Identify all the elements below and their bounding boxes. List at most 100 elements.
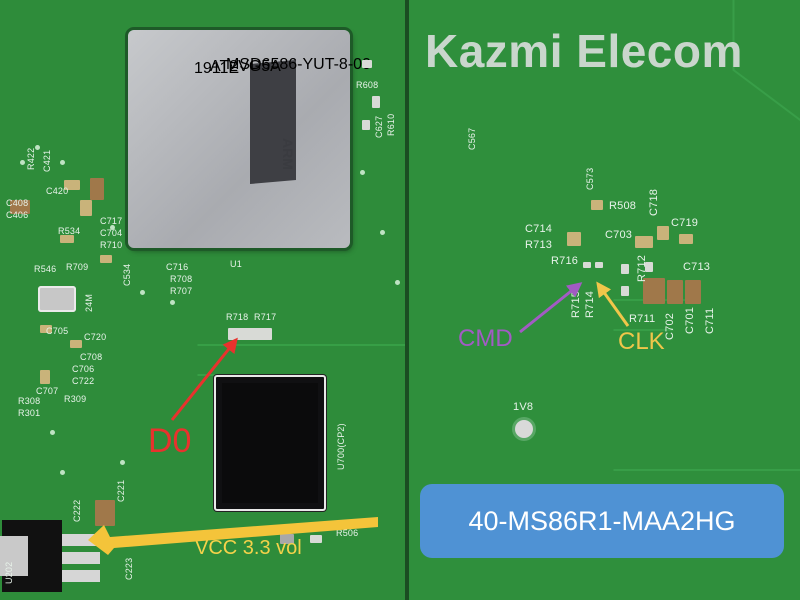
capacitor xyxy=(70,340,82,348)
via xyxy=(60,470,65,475)
soc-brand-text: ARM xyxy=(280,138,296,170)
vcc-annotation: VCC 3.3 vol xyxy=(195,537,302,559)
capacitor xyxy=(100,255,112,263)
silk-r534: R534 xyxy=(58,226,81,236)
via xyxy=(20,160,25,165)
silk-c567: C567 xyxy=(467,127,477,150)
regulator-pin xyxy=(62,534,100,546)
capacitor xyxy=(40,325,52,333)
capacitor xyxy=(567,232,581,246)
d0-annotation: D0 xyxy=(148,422,192,460)
silk-c706: C706 xyxy=(72,364,95,374)
capacitor xyxy=(10,200,30,214)
capacitor xyxy=(60,235,74,243)
part-number-badge: 40-MS86R1-MAA2HG xyxy=(420,484,784,558)
emmc-chip xyxy=(214,375,326,511)
regulator-pin xyxy=(62,570,100,582)
silk-r308: R308 xyxy=(18,396,41,406)
clk-annotation: CLK xyxy=(618,328,665,355)
silk-c421: C421 xyxy=(42,149,52,172)
silk-c408: C408 xyxy=(6,198,29,208)
silk-r422: R422 xyxy=(26,147,36,170)
silk-r716: R716 xyxy=(551,255,579,267)
silk-r713: R713 xyxy=(525,239,553,251)
silk-r711: R711 xyxy=(629,313,656,325)
regulator-tab xyxy=(0,536,28,576)
capacitor xyxy=(679,234,693,244)
silk-c703: C703 xyxy=(605,229,633,241)
via xyxy=(395,280,400,285)
silk-c722: C722 xyxy=(72,376,95,386)
capacitor xyxy=(657,226,669,240)
silk-c221: C221 xyxy=(116,479,126,502)
silk-c627: C627 xyxy=(374,115,384,138)
via xyxy=(50,430,55,435)
capacitor xyxy=(643,278,665,304)
silk-c707: C707 xyxy=(36,386,59,396)
silk-c711: C711 xyxy=(704,307,716,334)
silk-r301: R301 xyxy=(18,408,41,418)
soc-chip xyxy=(128,30,350,248)
silk-u700: U700(CP2) xyxy=(336,423,346,470)
capacitor xyxy=(80,200,92,216)
soc-marking-line-3: 1911E xyxy=(194,60,240,77)
resistor-pad xyxy=(362,120,370,130)
silk-r309: R309 xyxy=(64,394,87,404)
resistor-pad xyxy=(372,96,380,108)
silk-c701: C701 xyxy=(684,306,696,334)
capacitor xyxy=(667,280,683,304)
silk-c420: C420 xyxy=(46,186,69,196)
silk-r715: R715 xyxy=(570,290,582,318)
resistor-pad xyxy=(595,262,603,268)
silk-r707: R707 xyxy=(170,286,193,296)
capacitor xyxy=(90,178,104,200)
via xyxy=(60,160,65,165)
capacitor xyxy=(685,280,701,304)
resistor-pad xyxy=(583,262,591,268)
regulator-pin xyxy=(62,552,100,564)
silk-r712: R712 xyxy=(636,254,648,282)
resistor-pad xyxy=(362,60,372,68)
soc-marking-line-2: AT2VG5A xyxy=(210,58,281,75)
silk-c720: C720 xyxy=(84,332,107,342)
via xyxy=(170,300,175,305)
silk-c702: C702 xyxy=(664,312,676,340)
soc-marking-line-1: MSD6586-YUT-8-00 xyxy=(226,56,371,73)
silk-r610: R610 xyxy=(386,113,396,136)
silk-r718: R718 xyxy=(226,312,249,322)
panel-divider xyxy=(405,0,409,600)
silk-u1: U1 xyxy=(230,259,242,269)
via xyxy=(120,460,125,465)
capacitor xyxy=(635,236,653,248)
silk-c705: C705 xyxy=(46,326,69,336)
silk-r546: R546 xyxy=(34,264,57,274)
via xyxy=(35,145,40,150)
silk-c708: C708 xyxy=(80,352,103,362)
resistor-pad xyxy=(645,262,653,272)
resistor-array-pads xyxy=(228,328,272,340)
via xyxy=(110,225,115,230)
silk-r708: R708 xyxy=(170,274,193,284)
silk-c717: C717 xyxy=(100,216,123,226)
capacitor xyxy=(591,200,603,210)
test-point-1v8 xyxy=(515,420,533,438)
left-board-photo: MSD6586-YUT-8-00 AT2VG5A 1911E ARM xyxy=(0,0,405,600)
capacitor xyxy=(64,180,80,190)
silk-c573: C573 xyxy=(585,167,595,190)
silk-c713: C713 xyxy=(683,261,711,273)
silk-c719: C719 xyxy=(671,217,699,229)
silk-r710: R710 xyxy=(100,240,123,250)
silk-r709: R709 xyxy=(66,262,89,272)
via xyxy=(140,290,145,295)
cmd-annotation: CMD xyxy=(458,325,513,352)
silk-c406: C406 xyxy=(6,210,29,220)
silk-c704: C704 xyxy=(100,228,123,238)
brand-title: Kazmi Elecom xyxy=(425,25,743,77)
resistor-pad xyxy=(621,286,629,296)
capacitor xyxy=(95,500,115,526)
silk-c718: C718 xyxy=(648,188,660,216)
silk-r714: R714 xyxy=(584,290,596,318)
silk-24m: 24M xyxy=(84,293,94,312)
silk-r608: R608 xyxy=(356,80,379,90)
silk-c716: C716 xyxy=(166,262,189,272)
